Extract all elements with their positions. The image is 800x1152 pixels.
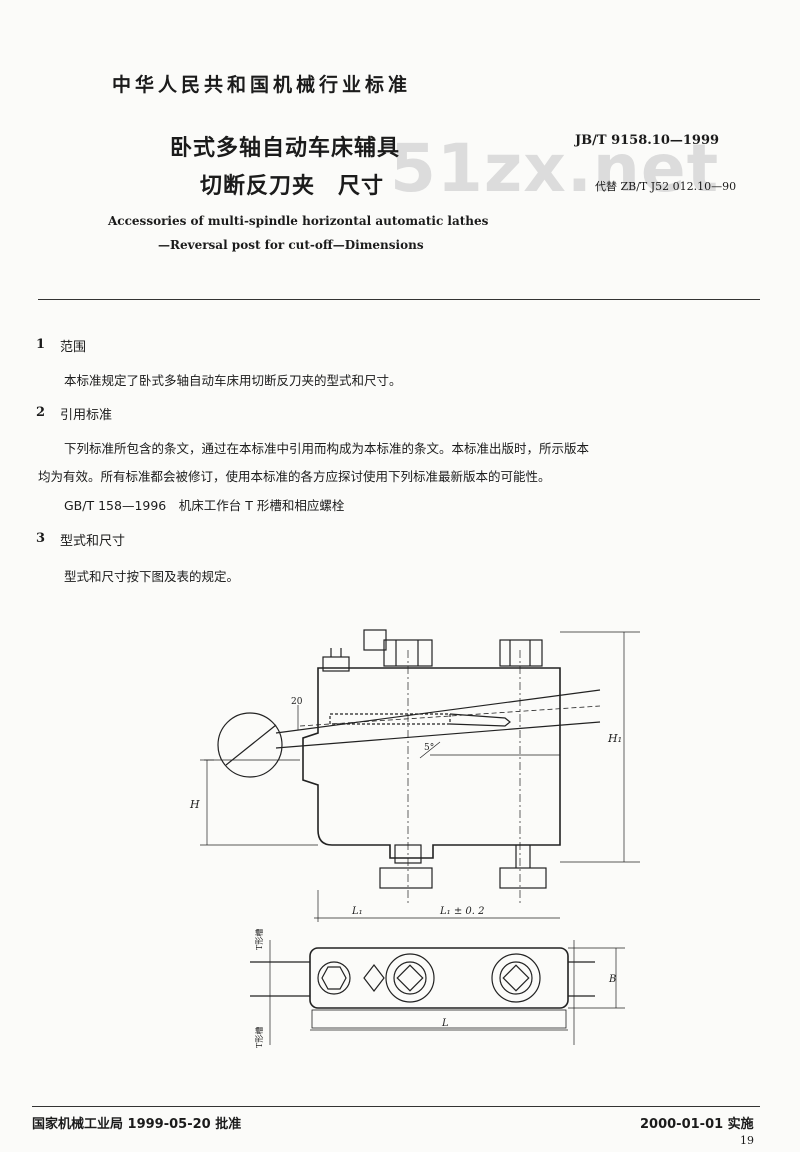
dim-B: B [608,974,616,985]
section-3-number: 3 [36,531,46,546]
section-2-text-2: 均为有效。所有标准都会被修订，使用本标准的各方应探讨使用下列标准最新版本的可能性… [38,469,551,484]
dim-L1: L₁ [351,906,363,917]
page-number: 19 [740,1134,754,1147]
dim-H: H [189,798,200,811]
dim-L1-tol: L₁ ± 0. 2 [439,906,484,917]
title-cn-line1: 卧式多轴自动车床辅具 [170,136,401,161]
section-3-text: 型式和尺寸按下图及表的规定。 [64,569,240,584]
plan-view [250,940,625,1045]
title-en-line2: —Reversal post for cut-off—Dimensions [158,238,424,252]
section-3-title: 型式和尺寸 [60,534,126,549]
top-bolt-hex [363,629,433,667]
section-2-number: 2 [36,405,46,420]
top-bolt-right [499,639,543,667]
body-outline [302,667,561,859]
bottom-nut-right [499,867,547,889]
section-2-title: 引用标准 [60,408,113,423]
section-2-text-1: 下列标准所包含的条文，通过在本标准中引用而构成为本标准的条文。本标准出版时，所示… [64,441,590,456]
workpiece-circle [217,712,283,778]
technical-drawing: 20 5° H H₁ L₁ L₁ ± 0. 2 L B T形槽 T形槽 [189,629,640,1048]
header-divider [38,299,760,300]
replaces-standard: 代替 ZB/T J52 012.10—90 [595,180,737,193]
implementation-date: 2000-01-01 实施 [640,1117,754,1132]
dim-H1: H₁ [607,732,622,745]
dim-20: 20 [291,697,303,707]
section-1-title: 范围 [60,340,87,355]
bottom-nut-left [394,844,422,864]
top-bolt-small [322,648,350,672]
dim-L: L [441,1018,449,1029]
footer-divider [32,1106,760,1107]
section-1-number: 1 [36,337,46,352]
slot-label-top: T形槽 [254,929,264,950]
title-en-line1: Accessories of multi-spindle horizontal … [108,214,489,228]
dim-5deg: 5° [424,743,434,753]
watermark: 51zx.net [390,130,720,207]
title-cn-line2: 切断反刀夹 尺寸 [200,174,385,199]
slot-label-bottom: T形槽 [254,1027,264,1048]
section-1-text: 本标准规定了卧式多轴自动车床用切断反刀夹的型式和尺寸。 [64,373,402,388]
issuing-body: 中华人民共和国机械行业标准 [112,74,412,96]
standard-number: JB/T 9158.10—1999 [575,133,720,148]
approval-line: 国家机械工业局 1999-05-20 批准 [32,1117,242,1132]
section-2-reference: GB/T 158—1996 机床工作台 T 形槽和相应螺栓 [64,498,345,513]
